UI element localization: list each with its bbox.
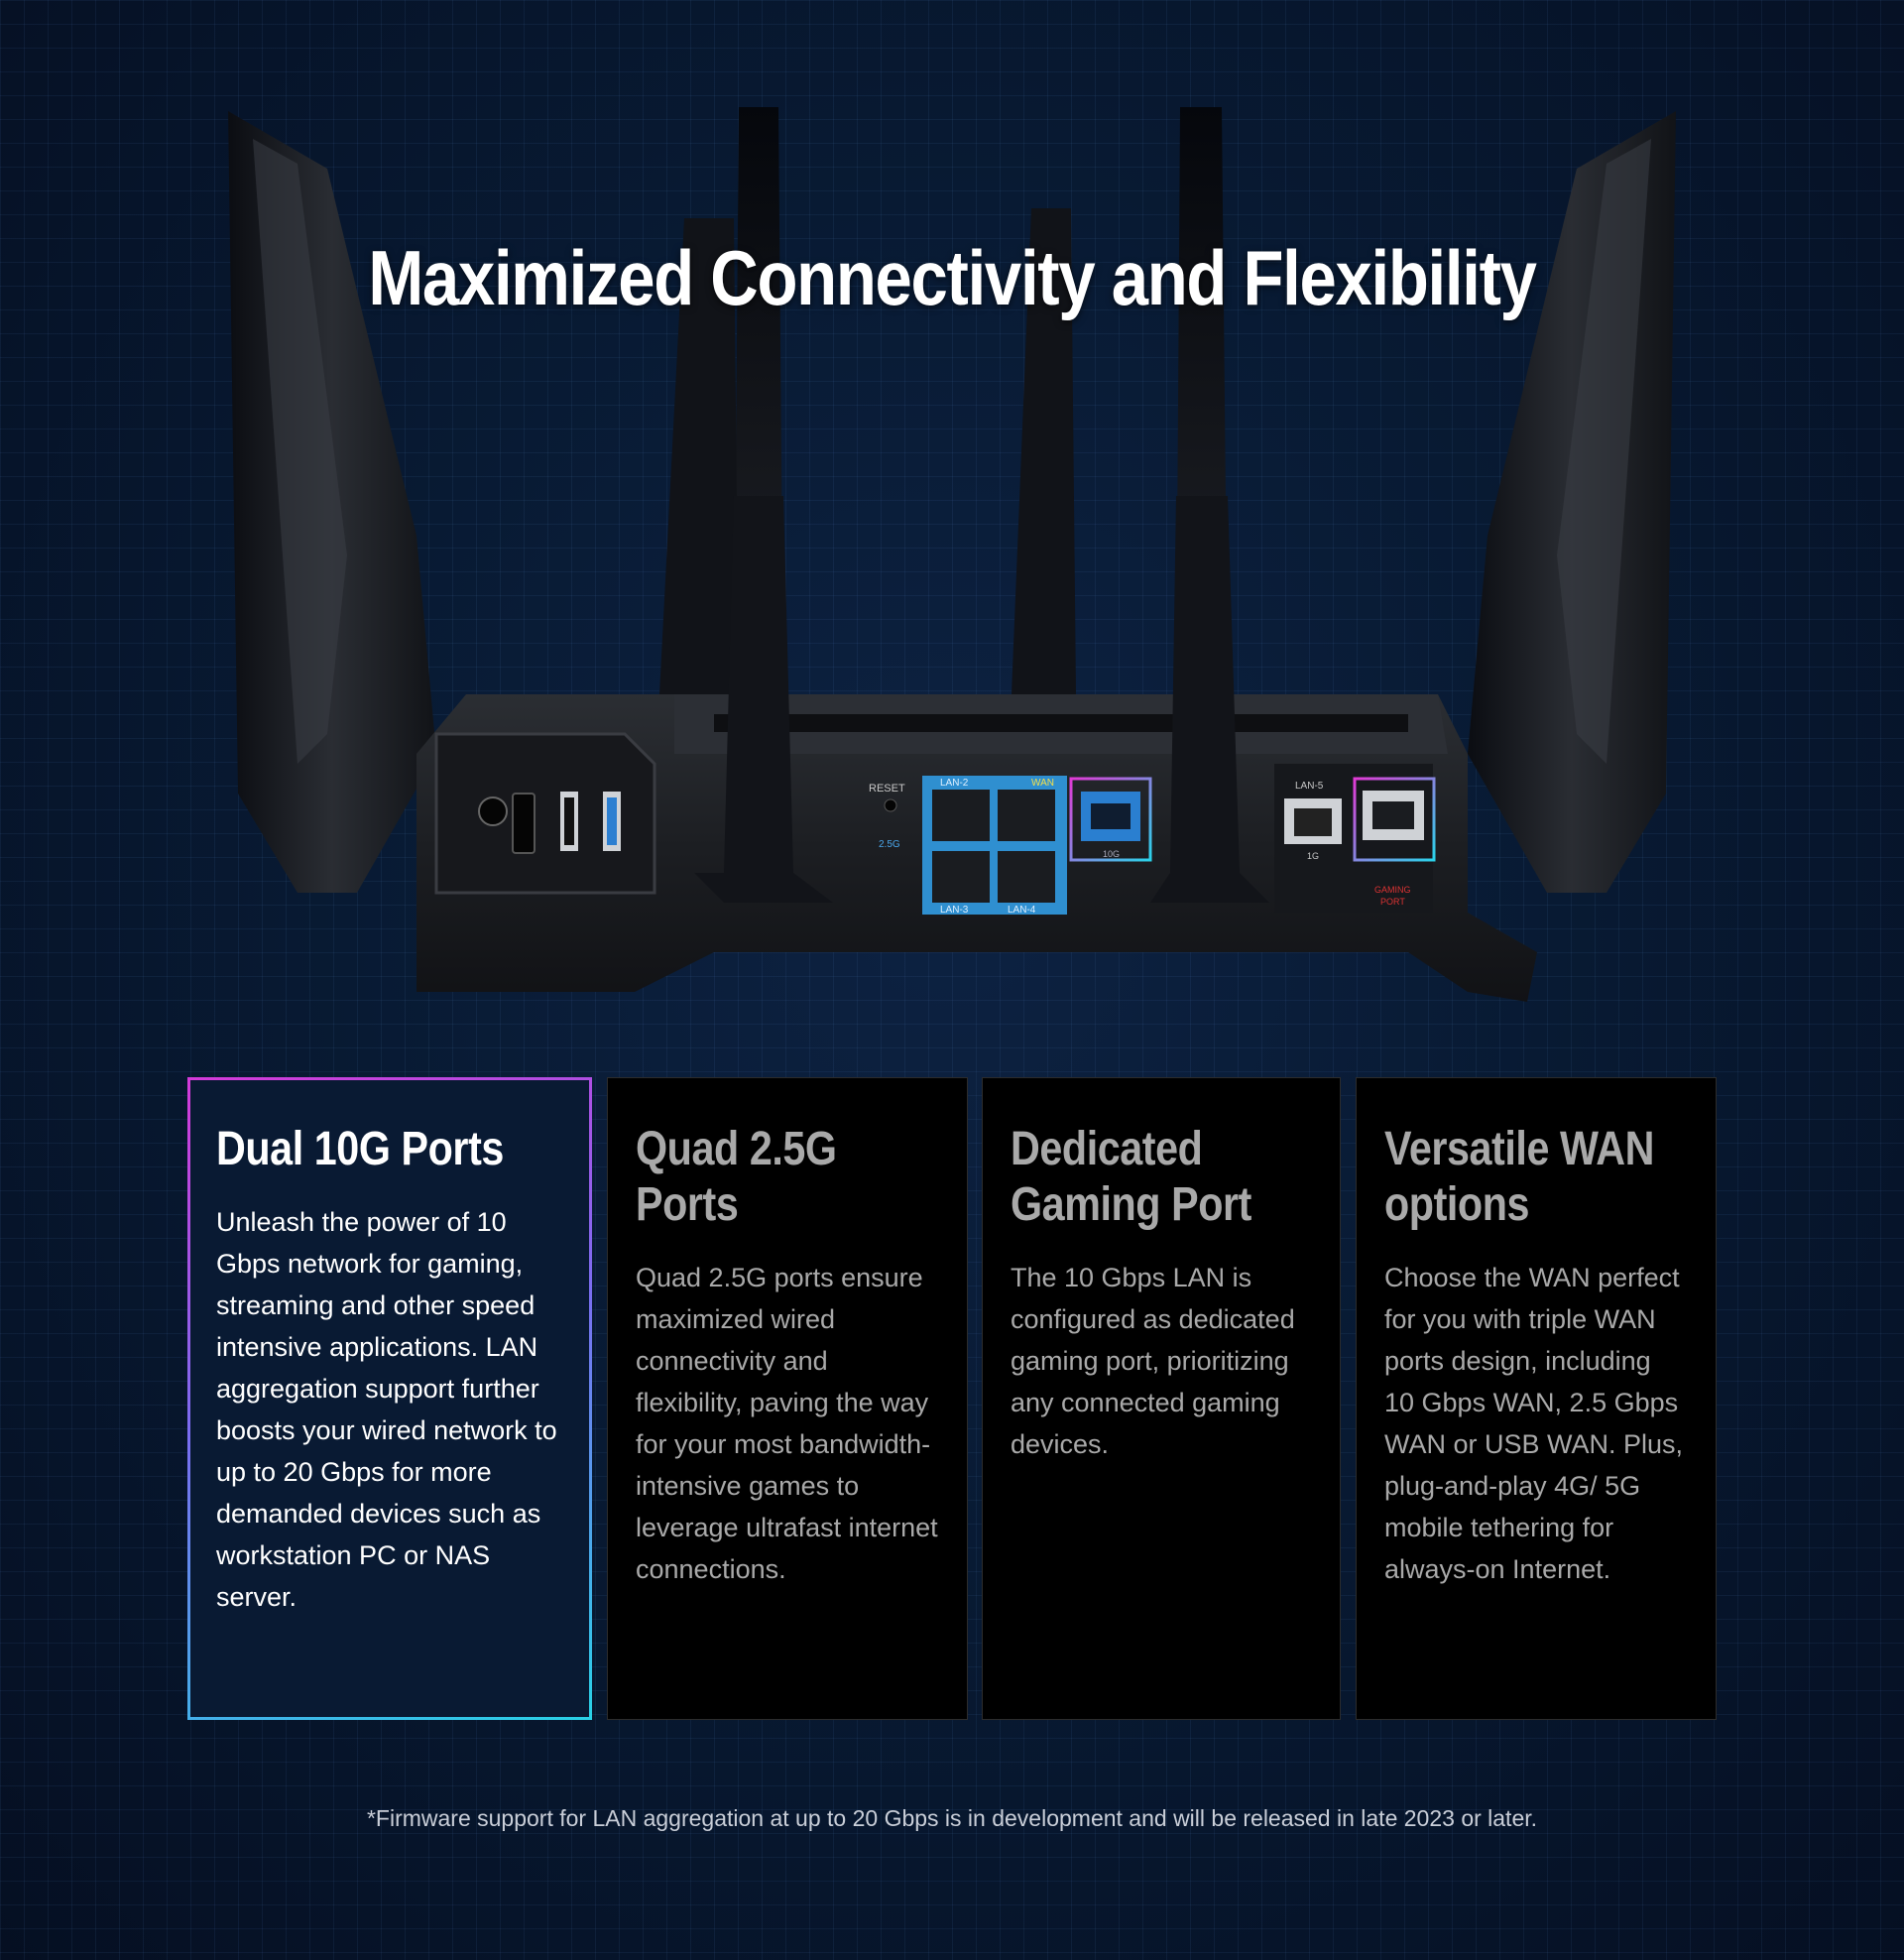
reset-label: RESET [869,783,905,795]
feature-card-versatile-wan[interactable]: Versatile WAN options Choose the WAN per… [1356,1077,1717,1720]
lan-port-4 [998,851,1055,903]
antenna-front-right [1150,496,1269,903]
feature-card-gaming-port[interactable]: Dedicated Gaming Port The 10 Gbps LAN is… [982,1077,1341,1720]
feature-description: The 10 Gbps LAN is configured as dedicat… [1011,1263,1295,1459]
port-label: PORT [1380,897,1405,907]
footnote: *Firmware support for LAN aggregation at… [366,1805,1538,1831]
gaming-port-bracket [1353,777,1436,862]
feature-cards: Dual 10G Ports Unleash the power of 10 G… [0,1077,1904,1722]
speed-25g-label: 2.5G [879,839,900,850]
page-title: Maximized Connectivity and Flexibility [368,234,1537,321]
feature-card-dual-10g[interactable]: Dual 10G Ports Unleash the power of 10 G… [187,1077,592,1720]
feature-title: Quad 2.5G Ports [636,1123,837,1231]
feature-card-quad-25g[interactable]: Quad 2.5G Ports Quad 2.5G ports ensure m… [607,1077,968,1720]
port-10g-bracket [1069,777,1152,862]
feature-title: Dedicated Gaming Port [1011,1123,1251,1231]
antenna-mid-left [659,218,739,694]
router-image: RESET LAN-2 WAN LAN-3 LAN-4 2.5G 10G LAN… [228,107,1676,1002]
left-io-panel [434,732,656,895]
wan-label: WAN [1031,778,1054,789]
power-jack [478,796,508,826]
lan4-label: LAN-4 [1008,905,1036,916]
antenna-mid-right [1012,208,1076,694]
reset-button [884,798,897,812]
feature-title: Dual 10G Ports [216,1123,504,1175]
feature-description: Choose the WAN perfect for you with trip… [1384,1263,1684,1584]
lan2-label: LAN-2 [940,778,969,789]
antenna-front-left [694,496,833,903]
feature-title: Versatile WAN options [1384,1123,1655,1231]
lan-port-2 [932,790,990,841]
wan-port [998,790,1055,841]
lan-port-3 [932,851,990,903]
feature-description: Unleash the power of 10 Gbps network for… [216,1207,557,1612]
speed-10g-label: 10G [1103,849,1120,859]
gaming-label: GAMING [1374,885,1411,895]
lan3-label: LAN-3 [940,905,969,916]
power-switch [512,793,536,854]
speed-1g-label: 1G [1307,851,1319,861]
feature-description: Quad 2.5G ports ensure maximized wired c… [636,1263,938,1584]
lan5-label: LAN-5 [1295,781,1324,792]
